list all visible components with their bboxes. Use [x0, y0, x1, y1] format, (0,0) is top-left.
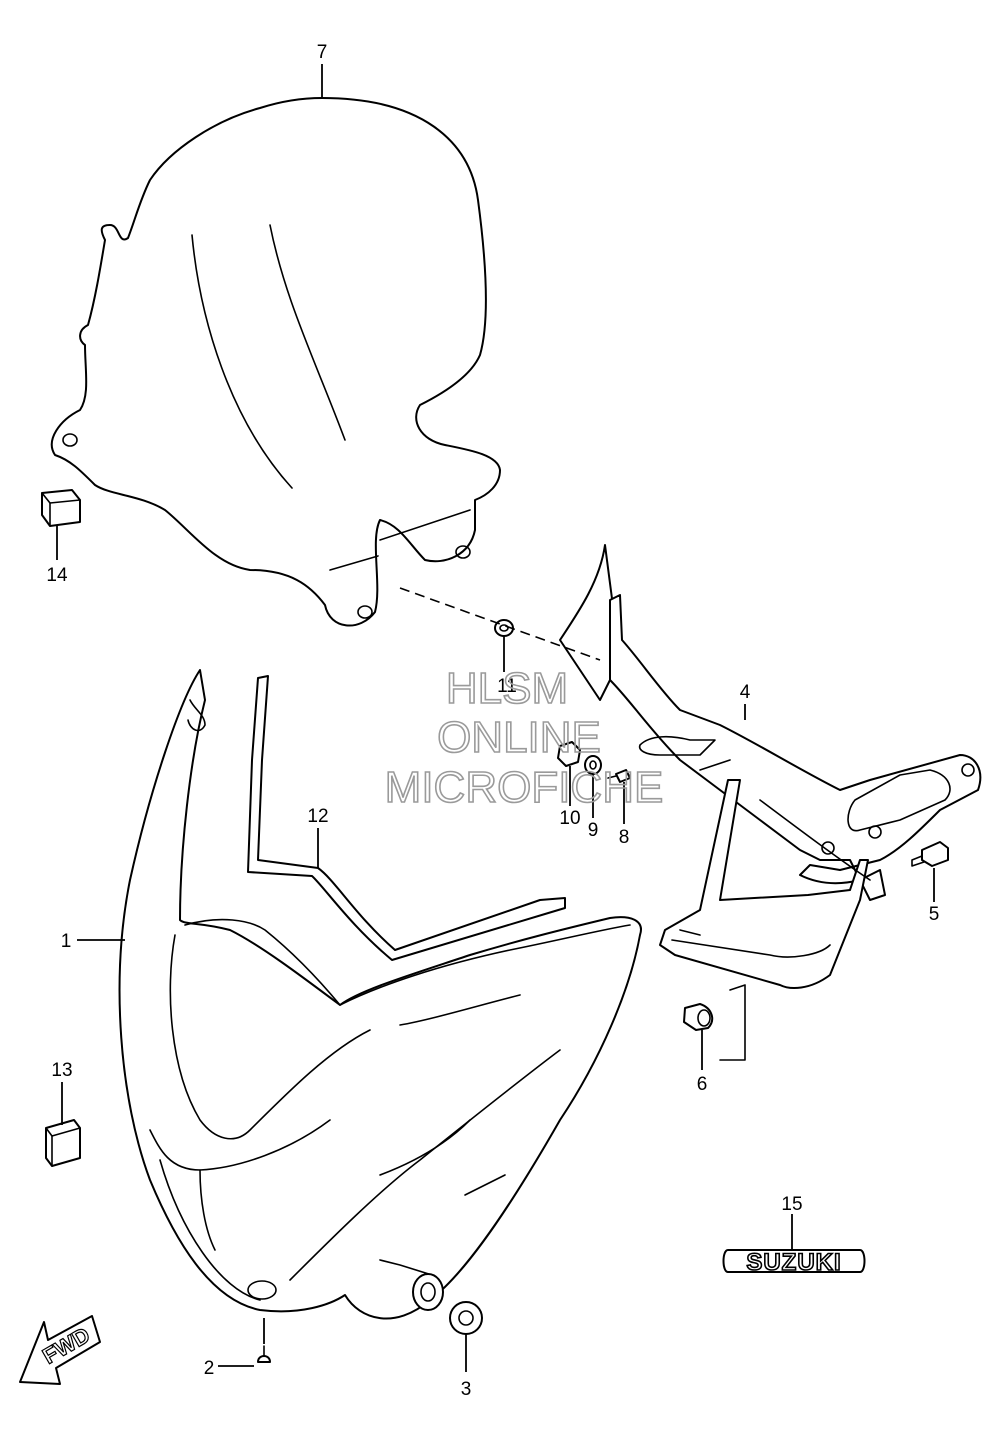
- callout-5: 5: [929, 904, 940, 925]
- grommet-part-3: [449, 1301, 483, 1335]
- collar-part-10: [557, 741, 581, 767]
- callout-13: 13: [51, 1060, 72, 1081]
- front-cowling-part-1: [118, 669, 642, 1320]
- callout-2: 2: [204, 1358, 215, 1379]
- emblem-label: SUZUKI: [746, 1249, 841, 1276]
- screw-part-2: [257, 1345, 271, 1363]
- leader-lines: [56, 64, 935, 1372]
- callout-12: 12: [307, 806, 328, 827]
- bracket-part-4: [559, 544, 982, 1061]
- callout-3: 3: [461, 1379, 472, 1400]
- fastener-part-6: [683, 1003, 714, 1031]
- emblem-part-15: SUZUKI: [722, 1248, 866, 1277]
- fwd-arrow-icon: FWD: [19, 1315, 101, 1385]
- bolt-part-5: [911, 841, 949, 867]
- callout-7: 7: [317, 42, 328, 63]
- pad-part-13: [45, 1119, 81, 1167]
- callout-4: 4: [740, 682, 751, 703]
- callout-9: 9: [588, 820, 599, 841]
- trim-strip-part-12: [247, 675, 566, 961]
- callout-6: 6: [697, 1074, 708, 1095]
- watermark-line-3: MICROFICHE: [385, 763, 664, 812]
- washer-part-9: [584, 755, 602, 775]
- watermark-line-1: HLSM: [446, 664, 568, 713]
- callout-1: 1: [61, 931, 72, 952]
- callout-11: 11: [497, 676, 517, 697]
- callout-14: 14: [46, 565, 68, 586]
- screw-part-8: [607, 769, 631, 783]
- callout-numbers: 7 14 13 1 12 4 5 6 11 10 9 8 2 3 15: [46, 42, 939, 1400]
- watermark: HLSM ONLINE MICROFICHE: [384, 663, 664, 813]
- assembly-line: [399, 587, 601, 661]
- callout-15: 15: [781, 1194, 802, 1215]
- windscreen-part-7: [50, 97, 501, 627]
- callout-10: 10: [559, 808, 580, 829]
- watermark-line-2: ONLINE: [437, 713, 601, 762]
- pad-part-14: [41, 489, 81, 527]
- callout-8: 8: [619, 827, 630, 848]
